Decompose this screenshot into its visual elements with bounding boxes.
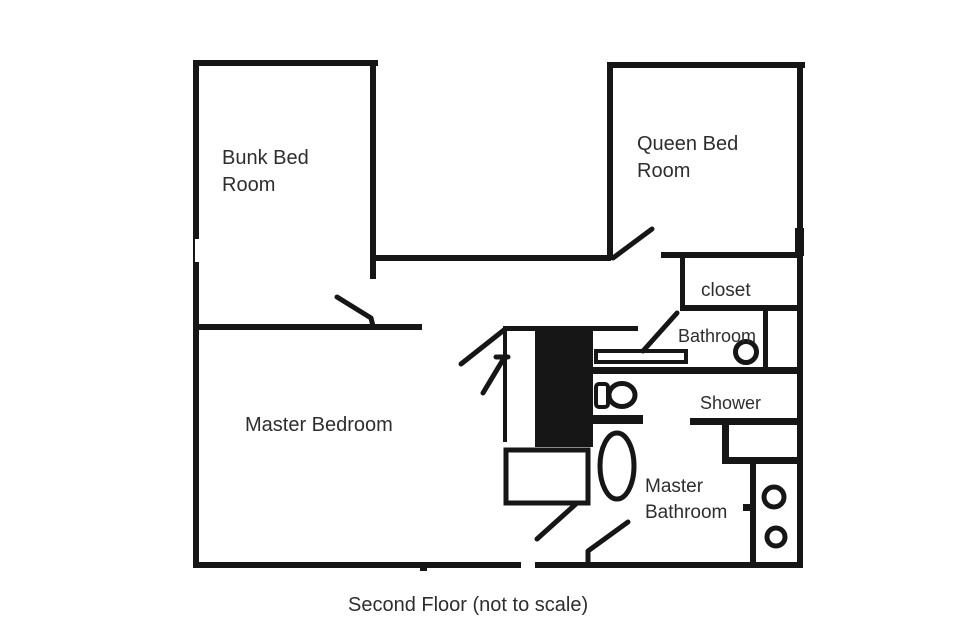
bunk-right-wall: [370, 60, 376, 279]
bathtub-icon: [597, 430, 637, 502]
door-swings: [334, 226, 680, 565]
master-bathroom-door-swing-icon-2: [585, 519, 631, 565]
room-label-bunk-bed-line2: Room: [222, 174, 276, 196]
toilet-bowl: [606, 381, 638, 409]
vanity-sink-bottom: [764, 525, 788, 549]
queen-left-wall: [607, 62, 613, 260]
right-wall-nub: [795, 228, 804, 256]
room-label-closet: closet: [701, 280, 751, 301]
left-wall-notch: [195, 239, 200, 262]
room-label-master-bedroom: Master Bedroom: [245, 414, 393, 436]
closet-top-wall: [661, 252, 803, 258]
hallway-wall: [374, 255, 611, 261]
closet-bottom-wall: [680, 305, 803, 311]
exterior-walls: [193, 60, 805, 568]
room-label-bunk-bed: Bunk Bed Room: [222, 145, 309, 199]
room-label-queen-bed: Queen Bed Room: [637, 131, 738, 185]
room-label-master-bathroom: Master Bathroom: [645, 474, 727, 526]
room-label-shower: Shower: [700, 393, 762, 413]
queen-room-door-swing-icon: [610, 226, 655, 261]
room-label-queen-bed-line1: Queen Bed: [637, 133, 739, 155]
closet-left-wall: [680, 252, 685, 310]
bathroom-bottom-wall: [588, 367, 803, 374]
shower-stall-icon: [722, 418, 803, 464]
bottom-wall: [193, 562, 803, 568]
bunk-room-door-swing-icon: [334, 294, 376, 329]
wall-openings: [195, 239, 535, 570]
plan-caption: Second Floor (not to scale): [348, 594, 589, 616]
vanity-wall: [750, 460, 756, 566]
room-label-bunk-bed-line1: Bunk Bed: [222, 147, 309, 169]
queen-top-wall: [607, 62, 805, 68]
toilet-tank: [594, 382, 610, 409]
vanity-sink-top: [761, 484, 787, 510]
room-label-bathroom: Bathroom: [678, 326, 757, 346]
master-bedroom-wall: [193, 324, 422, 330]
bathroom-divider-wall: [763, 305, 768, 371]
shower-stall-bottom-wall: [722, 457, 803, 464]
right-wall: [797, 62, 803, 566]
bottom-wall-tick: [420, 566, 427, 571]
shower-stall-left-wall: [722, 418, 729, 464]
stair-door-swing-icon: [458, 327, 507, 367]
double-round-sink-icon: [761, 484, 788, 549]
master-bathroom-door-swing-icon: [534, 500, 580, 542]
stair-door-swing-icon-2: [480, 354, 511, 396]
toilet-half-wall: [590, 415, 643, 424]
room-label-master-bathroom-line2: Bathroom: [645, 502, 728, 523]
counter-icon: [594, 349, 688, 364]
round-sink-icon: [733, 339, 759, 365]
bottom-door-gap: [521, 560, 535, 570]
shower-top-wall: [690, 418, 803, 425]
room-label-master-bathroom-line1: Master: [645, 476, 704, 497]
bathroom-door-swing-icon: [640, 310, 680, 354]
stair-strip-line: [503, 330, 507, 442]
bunk-top-wall: [193, 60, 378, 66]
left-wall: [193, 60, 199, 566]
filled-wardrobe-icon: [535, 326, 593, 447]
toilet-icon: [594, 381, 638, 409]
cabinet-outline-icon: [503, 447, 591, 506]
door-stop-nub: [743, 504, 751, 511]
room-label-queen-bed-line2: Room: [637, 160, 691, 182]
